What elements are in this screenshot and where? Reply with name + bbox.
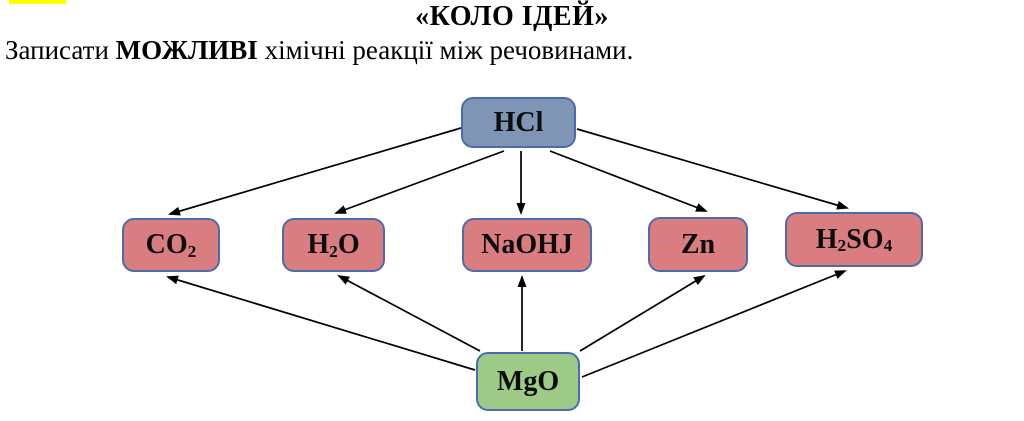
page-title: «КОЛО ІДЕЙ» (415, 1, 609, 32)
node-mgo: MgO (476, 352, 580, 411)
arrow-mgo-co2 (166, 275, 476, 371)
instruction-emphasis: МОЖЛИВІ (115, 35, 258, 65)
arrow-hcl-h2o (334, 150, 505, 214)
arrow-mgo-zn (579, 274, 706, 352)
arrow-hcl-h2so4 (576, 128, 849, 210)
node-zn: Zn (648, 217, 748, 272)
instruction-suffix: хімічні реакції між речовинами. (257, 35, 634, 65)
arrow-mgo-h2o (337, 275, 481, 352)
instruction-prefix: Записати (5, 35, 116, 65)
node-hcl: HCl (461, 97, 576, 148)
arrow-hcl-zn (549, 150, 708, 212)
highlight-marker (9, 0, 66, 4)
arrow-hcl-co2 (168, 127, 462, 216)
instruction-text: Записати МОЖЛИВІ хімічні реакції між реч… (5, 35, 633, 66)
arrow-mgo-h2so4 (581, 270, 847, 378)
node-naohj: NaOHJ (462, 218, 592, 272)
